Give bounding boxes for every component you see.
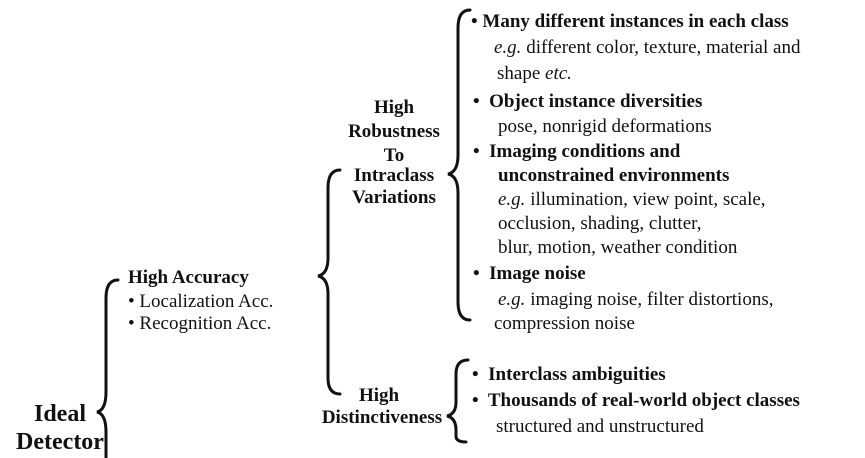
distinct-line-2: Distinctiveness	[321, 407, 443, 428]
robust-item-2-title: • Object instance diversities	[473, 91, 703, 112]
distinct-line-1: High	[358, 385, 400, 406]
accuracy-item-label: Localization Acc.	[139, 291, 274, 312]
robustness-line-4: Intraclass	[353, 165, 435, 186]
robust-item-3-desc-3: blur, motion, weather condition	[498, 237, 738, 258]
distinct-item-2-desc-1: structured and unstructured	[496, 416, 704, 437]
distinct-item-1-title: • Interclass ambiguities	[472, 364, 666, 385]
robustness-line-2: Robustness	[348, 121, 440, 142]
accuracy-item-localization: • Localization Acc.	[128, 292, 273, 311]
bullet: •	[473, 141, 480, 162]
bullet: •	[473, 263, 480, 284]
robustness-brace	[447, 8, 472, 322]
robust-item-1-desc-2: shape etc.	[497, 63, 572, 84]
bullet: •	[128, 313, 135, 334]
root-brace	[96, 278, 120, 458]
robustness-line-1: High	[373, 97, 415, 118]
bullet: •	[472, 390, 479, 411]
robust-item-3-desc-1: e.g. illumination, view point, scale,	[498, 189, 766, 210]
accuracy-item-label: Recognition Acc.	[139, 313, 272, 334]
distinct-item-2-title: • Thousands of real-world object classes	[472, 390, 800, 411]
bullet: •	[473, 91, 480, 112]
accuracy-brace	[317, 168, 342, 396]
accuracy-title: High Accuracy	[128, 267, 249, 288]
bullet: •	[471, 11, 478, 32]
robust-item-4-title: • Image noise	[473, 263, 586, 284]
robust-item-3-title-2: unconstrained environments	[498, 165, 730, 186]
accuracy-item-recognition: • Recognition Acc.	[128, 314, 271, 333]
distinct-brace	[446, 358, 470, 444]
robust-item-2-desc-1: pose, nonrigid deformations	[498, 116, 712, 137]
robustness-line-3: To	[383, 145, 405, 166]
bullet: •	[472, 364, 479, 385]
robust-item-4-desc-1: e.g. imaging noise, filter distortions,	[498, 289, 774, 310]
bullet: •	[128, 291, 135, 312]
robust-item-3-desc-2: occlusion, shading, clutter,	[498, 213, 702, 234]
root-label-line2: Detector	[16, 429, 104, 455]
robustness-line-5: Variations	[352, 187, 436, 208]
robust-item-1-title: • Many different instances in each class	[471, 11, 789, 32]
robust-item-1-desc-1: e.g. different color, texture, material …	[494, 37, 801, 58]
robust-item-4-desc-2: compression noise	[494, 313, 635, 334]
root-label-line1: Ideal	[33, 401, 86, 427]
robust-item-3-title-1: • Imaging conditions and	[473, 141, 681, 162]
